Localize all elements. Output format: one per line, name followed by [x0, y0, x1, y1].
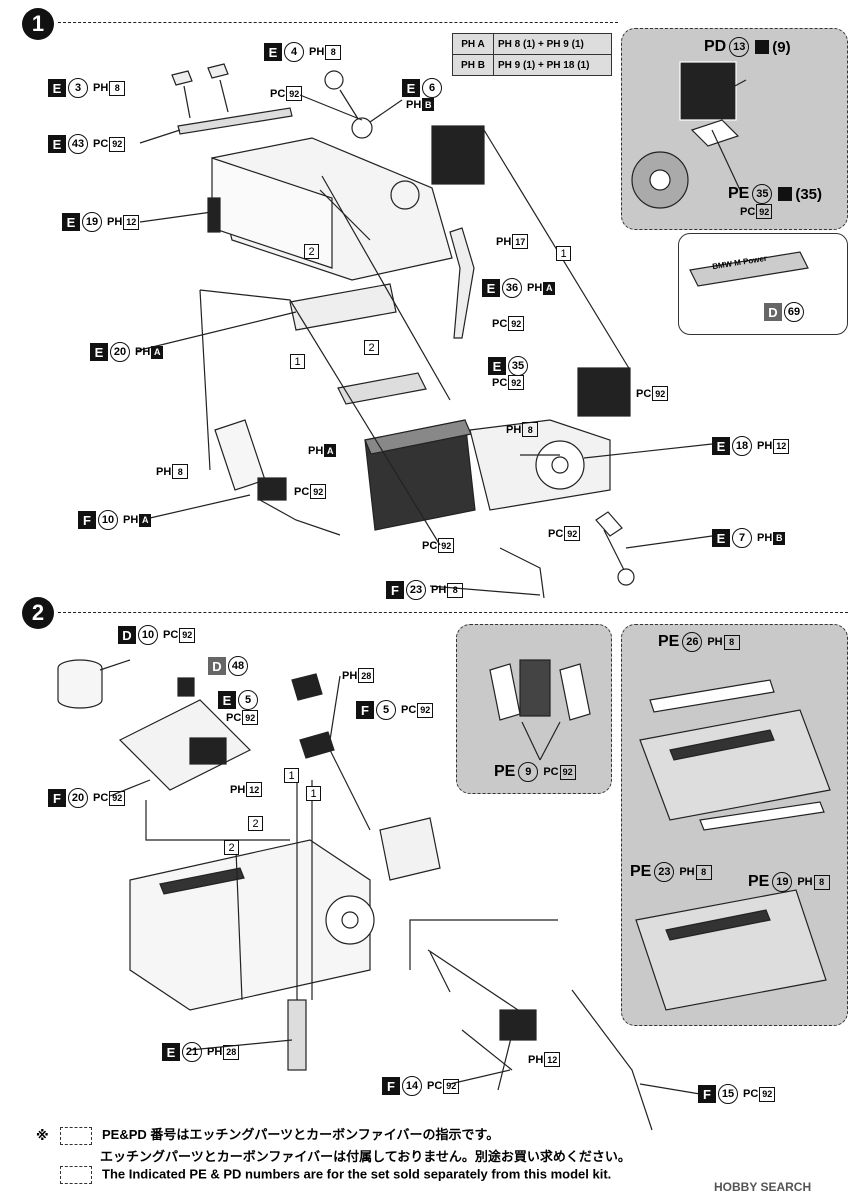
legend-value-a: PH 8 (1) + PH 9 (1): [498, 38, 584, 50]
legend-key-a: PH A: [453, 34, 494, 54]
legend-value-b: PH 9 (1) + PH 18 (1): [498, 59, 590, 71]
marker-2: 2: [364, 340, 379, 355]
marker-2: 2: [248, 816, 263, 831]
marker-2: 2: [304, 244, 319, 259]
footer-asterisk: ※: [36, 1128, 49, 1143]
step-2-marker: 2: [22, 597, 54, 629]
legend-table: PH A PH 8 (1) + PH 9 (1) PH B PH 9 (1) + P…: [452, 33, 612, 76]
marker-1: 1: [556, 246, 571, 261]
step-2-divider: [58, 612, 848, 613]
legend-key-b: PH B: [453, 55, 494, 75]
marker-1: 1: [306, 786, 321, 801]
step-1-marker: 1: [22, 8, 54, 40]
footer-en-line: The Indicated PE & PD numbers are for th…: [60, 1166, 611, 1184]
marker-2: 2: [224, 840, 239, 855]
step-1-divider: [58, 22, 618, 23]
footer-jp-line-2: エッチングパーツとカーボンファイバーは付属しておりません。別途お買い求めください…: [100, 1149, 631, 1164]
footer-jp-line-1: PE&PD 番号はエッチングパーツとカーボンファイバーの指示です。: [60, 1124, 499, 1145]
marker-1: 1: [290, 354, 305, 369]
marker-1: 1: [284, 768, 299, 783]
watermark: HOBBY SEARCH: [714, 1180, 812, 1194]
